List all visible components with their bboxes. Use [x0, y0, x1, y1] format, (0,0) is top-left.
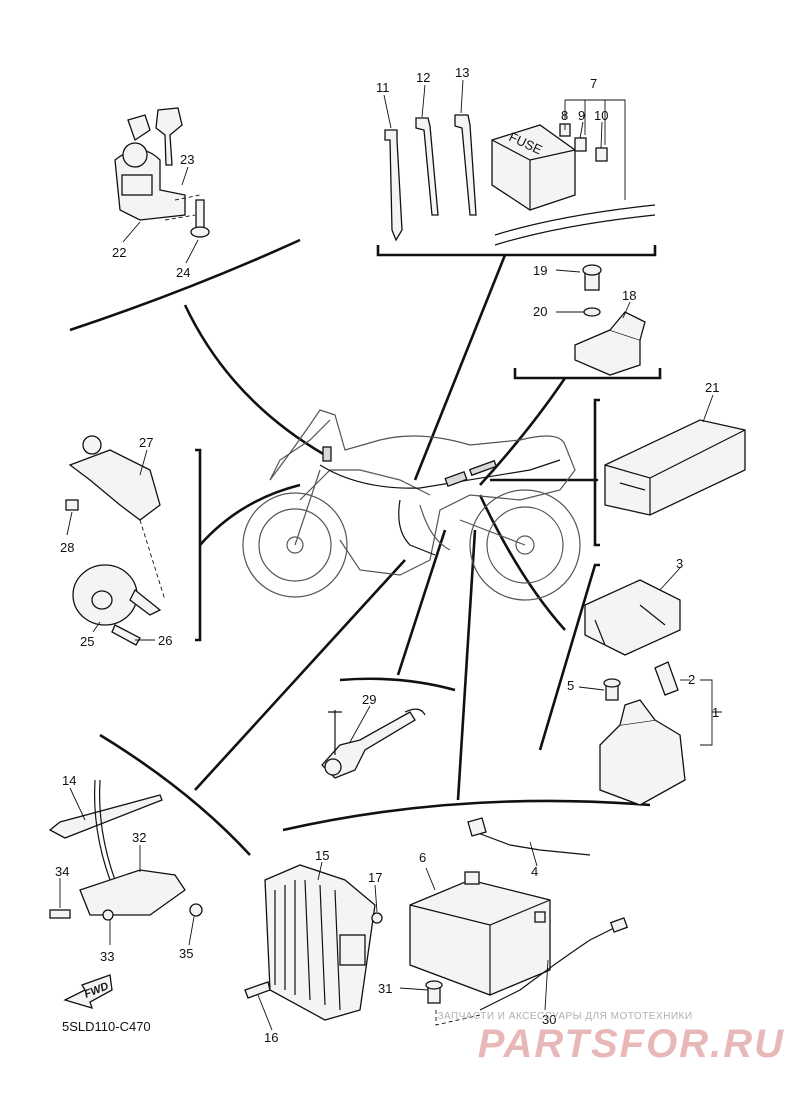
part-number: 10 [594, 108, 608, 123]
rectifier-regulator [264, 864, 376, 1021]
ecu-unit [604, 419, 746, 516]
battery-group [409, 817, 629, 1026]
motorcycle-illustration [242, 409, 581, 601]
band-13 [454, 114, 477, 216]
group-leaders [183, 254, 598, 801]
positive-lead [479, 924, 621, 1011]
group-frames [69, 238, 662, 856]
battery [409, 879, 551, 996]
part-number: 8 [561, 108, 568, 123]
part-leaders [59, 79, 714, 1031]
part-number: 34 [55, 864, 69, 879]
sensor-bracket-group [48, 779, 203, 921]
ecu-group [604, 419, 746, 516]
part-number: 20 [533, 304, 547, 319]
starter-relay-cover [584, 579, 681, 656]
fuse-2 [654, 661, 679, 696]
part-number: 19 [533, 263, 547, 278]
fuse-box-group: FUSE [384, 99, 656, 246]
part-number: 7 [590, 76, 597, 91]
part-number: 28 [60, 540, 74, 555]
watermark: ЗАПЧАСТИ И АКСЕССУАРЫ ДЛЯ МОТОТЕХНИКИ PA… [437, 1011, 785, 1066]
horn-group [65, 435, 166, 646]
part-number: 9 [578, 108, 585, 123]
part-number: 32 [132, 830, 146, 845]
relay-washer [583, 307, 601, 317]
fwd-arrow: FWD [63, 974, 113, 1009]
part-number: 30 [542, 1012, 556, 1027]
horn-bolt-28 [65, 499, 79, 511]
part-number-labels: 1 2 3 4 5 6 7 8 9 10 11 12 13 14 15 16 1… [55, 65, 719, 1045]
speed-sensor [321, 711, 416, 779]
front-wheel [242, 492, 348, 598]
part-number: 2 [688, 672, 695, 687]
horn-bolt-26 [111, 624, 141, 646]
part-number: 22 [112, 245, 126, 260]
relay-group [574, 264, 646, 376]
part-number: 35 [179, 946, 193, 961]
part-number: 11 [376, 80, 390, 95]
band-14 [48, 794, 163, 839]
bracket-32 [79, 869, 186, 916]
part-number: 23 [180, 152, 194, 167]
part-number: 26 [158, 633, 172, 648]
speed-sensor-group [321, 708, 426, 779]
part-number: 12 [416, 70, 430, 85]
part-number: 17 [368, 870, 382, 885]
part-number: 27 [139, 435, 153, 450]
diagram-code: 5SLD110-C470 [62, 1019, 151, 1034]
part-number: 18 [622, 288, 636, 303]
starter-relay [599, 719, 686, 806]
part-number: 3 [676, 556, 683, 571]
main-switch-group [114, 107, 210, 238]
washer-17 [371, 912, 383, 924]
part-number: 31 [378, 981, 392, 996]
watermark-brand: PARTSFOR.RU [478, 1022, 785, 1066]
part-number: 15 [315, 848, 329, 863]
fuse-10 [595, 147, 608, 162]
bolt-16 [244, 981, 271, 999]
part-number: 33 [100, 949, 114, 964]
part-number: 21 [705, 380, 719, 395]
negative-lead [469, 829, 591, 856]
nut-35 [189, 903, 203, 917]
key-1 [127, 114, 151, 142]
part-number: 6 [419, 850, 426, 865]
band-11 [384, 129, 403, 242]
clamp-33 [102, 909, 114, 921]
main-switch-bolt [195, 199, 205, 231]
part-number: 25 [80, 634, 94, 649]
key-2 [155, 107, 183, 166]
part-number: 29 [362, 692, 376, 707]
part-number: 5 [567, 678, 574, 693]
part-number: 1 [712, 705, 719, 720]
bolt-34 [49, 909, 71, 919]
rear-wheel [469, 489, 581, 601]
part-number: 4 [531, 864, 538, 879]
part-number: 14 [62, 773, 76, 788]
rectifier-group [244, 864, 383, 1021]
fuse-box [491, 124, 576, 211]
part-number: 24 [176, 265, 190, 280]
band-12 [415, 117, 439, 216]
horn-bracket [68, 449, 161, 521]
watermark-subtitle: ЗАПЧАСТИ И АКСЕССУАРЫ ДЛЯ МОТОТЕХНИКИ [437, 1011, 692, 1022]
starter-relay-group [584, 579, 722, 806]
part-number: 16 [264, 1030, 278, 1045]
fuse-9 [574, 137, 587, 152]
part-number: 13 [455, 65, 469, 80]
